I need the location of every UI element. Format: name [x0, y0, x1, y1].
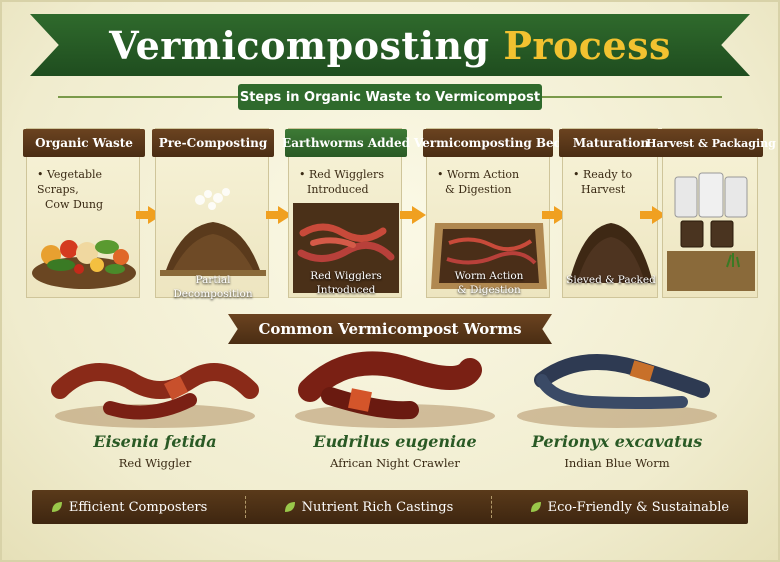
divider: [490, 496, 492, 518]
worm-card-eisenia: Eisenia fetida Red Wiggler: [50, 350, 260, 480]
features-bar: Efficient Composters Nutrient Rich Casti…: [32, 490, 748, 524]
compost-bags-image: [667, 172, 755, 291]
worm-common-name: African Night Crawler: [330, 456, 460, 470]
worm-card-eudrilus: Eudrilus eugeniae African Night Crawler: [290, 350, 500, 480]
indian-blue-worm-image: [517, 354, 717, 428]
leaf-icon: [284, 502, 295, 512]
step-earthworms-added: Earthworms Added • Red Wigglers Introduc…: [282, 128, 410, 298]
leaf-icon: [530, 502, 541, 512]
worms-heading: Common Vermicompost Worms: [258, 320, 522, 338]
worm-common-name: Indian Blue Worm: [564, 456, 670, 470]
step-caption: Worm Action & Digestion: [454, 270, 524, 296]
step-caption: Partial Decomposition: [173, 274, 253, 300]
step-header: Vermicomposting Bed: [414, 129, 562, 157]
step-header: Organic Waste: [23, 129, 145, 157]
step-maturation: Maturation • Ready to Harvest Sieved & P…: [559, 128, 663, 298]
african-night-crawler-image: [295, 351, 495, 428]
worm-scientific-name: Eisenia fetida: [93, 432, 217, 451]
arrow-icon: [400, 206, 426, 224]
feature-item: Efficient Composters: [51, 500, 207, 515]
step-description: • Ready to Harvest: [573, 168, 633, 196]
page-title: Vermicomposting Process: [109, 23, 671, 68]
red-wiggler-image: [51, 363, 259, 428]
step-description: • Worm Action & Digestion: [437, 168, 520, 196]
step-header: Harvest & Packaging: [646, 129, 776, 157]
step-vermicomposting-bed: Vermicomposting Bed • Worm Action & Dige…: [414, 128, 562, 298]
divider: [244, 496, 246, 518]
step-description: • Vegetable Scraps, Cow Dung: [37, 168, 103, 211]
leaf-icon: [51, 502, 62, 512]
step-organic-waste: Organic Waste • Vegetable Scraps, Cow Du…: [23, 128, 145, 298]
title-main: Vermicomposting: [109, 22, 490, 68]
step-description: • Red Wigglers Introduced: [299, 168, 384, 196]
title-accent: Process: [503, 22, 671, 68]
step-pre-composting: Pre-Composting Partial Decomposition: [152, 128, 274, 300]
earthworms-image: [293, 203, 399, 293]
step-caption: Sieved & Packed: [566, 274, 656, 286]
feature-item: Nutrient Rich Castings: [284, 500, 453, 515]
worm-common-name: Red Wiggler: [118, 456, 192, 470]
worm-scientific-name: Perionyx excavatus: [531, 432, 703, 451]
step-header: Maturation: [559, 129, 663, 157]
feature-item: Eco-Friendly & Sustainable: [530, 500, 729, 515]
compost-pile-image: [160, 188, 266, 276]
step-header: Pre-Composting: [152, 129, 274, 157]
vegetable-scraps-image: [32, 240, 136, 289]
subtitle-bar: Steps in Organic Waste to Vermicompost: [58, 84, 722, 110]
step-header: Earthworms Added: [282, 129, 410, 157]
step-harvest-packaging: Harvest & Packaging: [646, 128, 776, 298]
step-caption: Red Wigglers Introduced: [310, 270, 382, 296]
title-banner: Vermicomposting Process: [30, 14, 750, 76]
worm-scientific-name: Eudrilus eugeniae: [313, 432, 477, 451]
mature-compost-image: [569, 223, 653, 283]
worms-heading-bar: Common Vermicompost Worms: [228, 314, 552, 344]
subtitle: Steps in Organic Waste to Vermicompost: [239, 89, 541, 105]
worm-card-perionyx: Perionyx excavatus Indian Blue Worm: [512, 350, 722, 480]
vermicomposting-bed-image: [431, 223, 547, 289]
